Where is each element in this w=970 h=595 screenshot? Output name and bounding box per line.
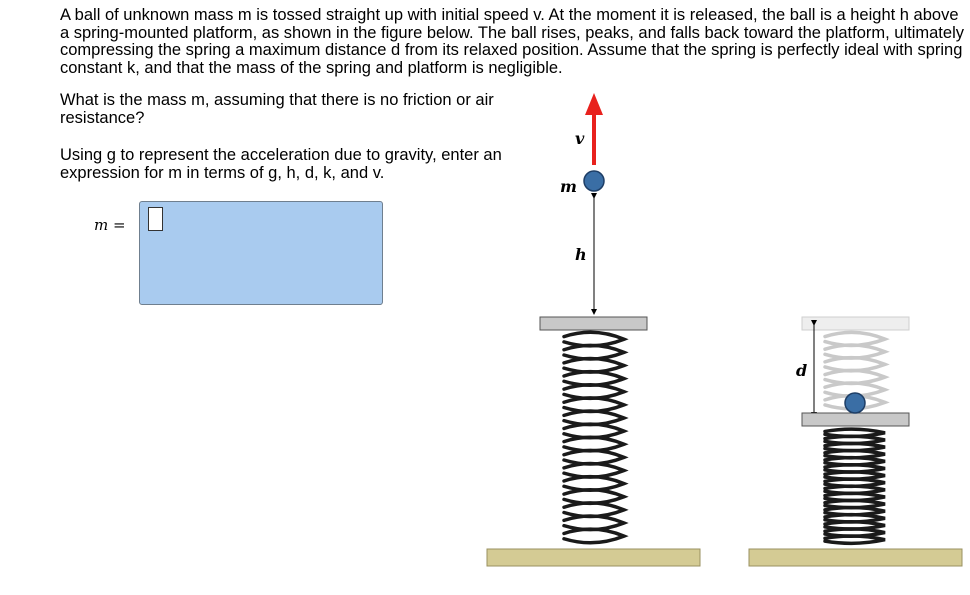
label-h: h (575, 245, 587, 264)
answer-label: m = (94, 216, 126, 234)
platform (539, 316, 648, 331)
ground (486, 548, 701, 567)
velocity-arrowhead (585, 93, 603, 115)
ball-on-platform (844, 392, 866, 414)
answer-input[interactable] (139, 201, 383, 305)
question-text: What is the mass m, assuming that there … (60, 91, 494, 127)
compressed-spring (823, 427, 886, 546)
relaxed-spring-ghost (823, 330, 890, 411)
spring-figure: v m h d (486, 93, 963, 567)
problem-statement: A ball of unknown mass m is tossed strai… (60, 6, 964, 77)
ball (583, 170, 605, 192)
compressed-platform (801, 412, 910, 427)
compressed-spring-coil (823, 534, 886, 546)
right-scene: d (748, 316, 963, 567)
instruction-text: Using g to represent the acceleration du… (60, 146, 502, 182)
label-m: m (560, 177, 577, 196)
spring (562, 330, 629, 545)
left-scene: v m h (486, 93, 701, 567)
ghost-spring-coil (823, 394, 890, 411)
label-v: v (575, 129, 585, 148)
label-d: d (796, 361, 807, 380)
ground-right (748, 548, 963, 567)
input-placeholder-box (148, 207, 163, 231)
relaxed-platform-ghost (801, 316, 910, 331)
spring-coil (562, 527, 629, 545)
